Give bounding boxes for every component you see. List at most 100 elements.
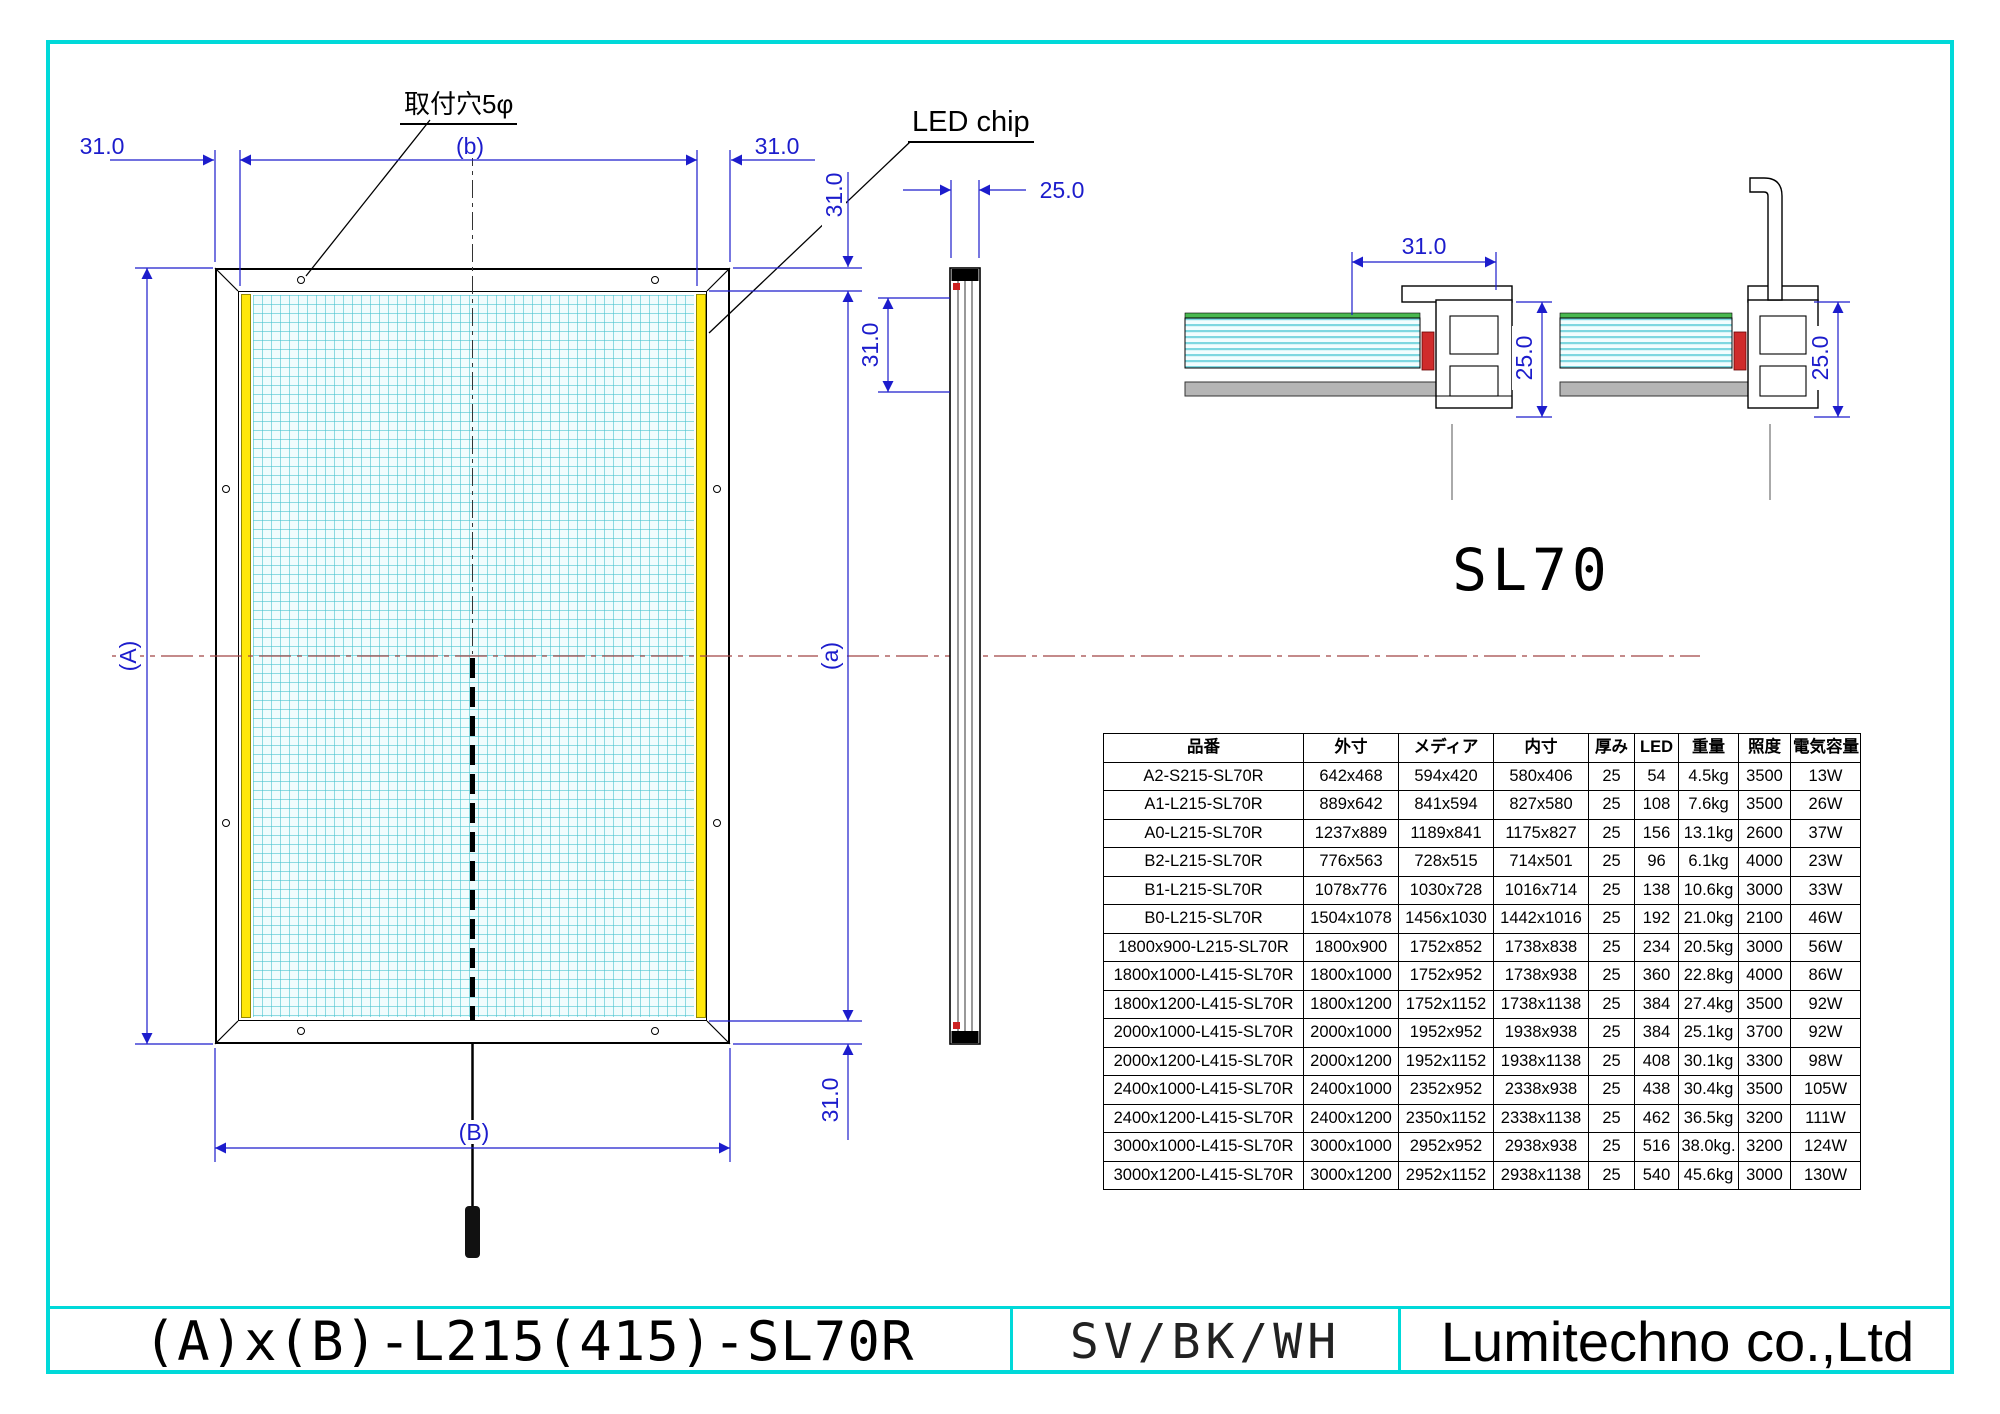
- table-cell: 3200: [1738, 1103, 1791, 1133]
- table-cell: 2352x952: [1398, 1075, 1494, 1105]
- table-cell: 25: [1588, 1160, 1635, 1190]
- table-cell: 21.0kg: [1678, 904, 1739, 934]
- table-cell: 1800x1000: [1303, 961, 1399, 991]
- column-header: 重量: [1678, 733, 1739, 763]
- table-cell: 3300: [1738, 1046, 1791, 1076]
- table-cell: 124W: [1790, 1132, 1861, 1162]
- table-cell: 108: [1634, 790, 1679, 820]
- table-cell: 25: [1588, 1103, 1635, 1133]
- table-cell: 46W: [1790, 904, 1861, 934]
- title-block-model: (A)x(B)-L215(415)-SL70R: [143, 1310, 915, 1373]
- table-cell: 594x420: [1398, 761, 1494, 791]
- table-cell: 2000x1200: [1303, 1046, 1399, 1076]
- table-cell: 1175x827: [1493, 818, 1589, 848]
- table-cell: 1016x714: [1493, 875, 1589, 905]
- table-cell: 2400x1200-L415-SL70R: [1103, 1103, 1304, 1133]
- column-header: 厚み: [1588, 733, 1635, 763]
- table-cell: 3500: [1738, 761, 1791, 791]
- table-cell: 1738x938: [1493, 961, 1589, 991]
- column-header: LED: [1634, 733, 1679, 763]
- table-cell: 1738x1138: [1493, 989, 1589, 1019]
- column-header: 品番: [1103, 733, 1304, 763]
- table-cell: 540: [1634, 1160, 1679, 1190]
- table-cell: 2400x1000: [1303, 1075, 1399, 1105]
- side-view: [949, 267, 981, 1045]
- table-cell: 7.6kg: [1678, 790, 1739, 820]
- table-cell: 1800x1000-L415-SL70R: [1103, 961, 1304, 991]
- title-block-divider-2: [1398, 1306, 1401, 1374]
- table-cell: 3000: [1738, 1160, 1791, 1190]
- table-cell: 2600: [1738, 818, 1791, 848]
- snap-frame-open-rail: [1749, 177, 1783, 301]
- title-block-company: Lumitechno co.,Ltd: [1440, 1310, 1915, 1373]
- dim-frame-width-top-right: 31.0: [745, 134, 809, 158]
- table-cell: 26W: [1790, 790, 1861, 820]
- table-cell: 3500: [1738, 989, 1791, 1019]
- table-cell: 38.0kg.: [1678, 1132, 1739, 1162]
- table-cell: 3000: [1738, 932, 1791, 962]
- dim-section-thickness-right: 25.0: [1807, 326, 1833, 390]
- mounting-hole: [713, 819, 721, 827]
- table-cell: 30.4kg: [1678, 1075, 1739, 1105]
- table-cell: 1504x1078: [1303, 904, 1399, 934]
- table-cell: 2952x952: [1398, 1132, 1494, 1162]
- table-cell: 438: [1634, 1075, 1679, 1105]
- table-cell: 462: [1634, 1103, 1679, 1133]
- table-cell: 776x563: [1303, 847, 1399, 877]
- mounting-hole: [222, 485, 230, 493]
- column-header: 外寸: [1303, 733, 1399, 763]
- mounting-hole: [651, 276, 659, 284]
- table-cell: B1-L215-SL70R: [1103, 875, 1304, 905]
- column-header: 内寸: [1493, 733, 1589, 763]
- table-cell: 2350x1152: [1398, 1103, 1494, 1133]
- table-cell: A0-L215-SL70R: [1103, 818, 1304, 848]
- table-cell: 4.5kg: [1678, 761, 1739, 791]
- table-cell: 4000: [1738, 961, 1791, 991]
- table-cell: 1938x1138: [1493, 1046, 1589, 1076]
- dim-frame-width-top-left: 31.0: [70, 134, 134, 158]
- mounting-hole: [222, 819, 230, 827]
- table-cell: 1442x1016: [1493, 904, 1589, 934]
- table-cell: 3000x1200: [1303, 1160, 1399, 1190]
- table-cell: 1952x1152: [1398, 1046, 1494, 1076]
- table-cell: 54: [1634, 761, 1679, 791]
- dim-overall-height: (A): [115, 624, 141, 688]
- table-cell: 1189x841: [1398, 818, 1494, 848]
- table-cell: 98W: [1790, 1046, 1861, 1076]
- table-cell: 384: [1634, 989, 1679, 1019]
- column-header: メディア: [1398, 733, 1494, 763]
- sheet-border: [46, 40, 1954, 1374]
- dim-section-thickness-left: 25.0: [1511, 326, 1537, 390]
- table-cell: 36.5kg: [1678, 1103, 1739, 1133]
- dim-overall-width: (B): [442, 1120, 506, 1144]
- table-cell: 23W: [1790, 847, 1861, 877]
- table-cell: 25: [1588, 904, 1635, 934]
- led-chip-section: [1421, 331, 1435, 371]
- table-cell: 642x468: [1303, 761, 1399, 791]
- table-cell: A2-S215-SL70R: [1103, 761, 1304, 791]
- table-cell: 2100: [1738, 904, 1791, 934]
- table-cell: 1738x838: [1493, 932, 1589, 962]
- table-cell: 728x515: [1398, 847, 1494, 877]
- table-cell: 33W: [1790, 875, 1861, 905]
- led-marker: [953, 1022, 960, 1029]
- table-cell: 56W: [1790, 932, 1861, 962]
- dim-section-width: 31.0: [1392, 234, 1456, 258]
- table-cell: 3000x1000: [1303, 1132, 1399, 1162]
- table-cell: 96: [1634, 847, 1679, 877]
- table-cell: 156: [1634, 818, 1679, 848]
- table-cell: B2-L215-SL70R: [1103, 847, 1304, 877]
- table-cell: 1752x1152: [1398, 989, 1494, 1019]
- table-cell: 25: [1588, 790, 1635, 820]
- frame-miter-lines: [214, 267, 731, 1045]
- table-cell: 1237x889: [1303, 818, 1399, 848]
- leader-lines: [305, 119, 911, 334]
- table-cell: 714x501: [1493, 847, 1589, 877]
- table-cell: 138: [1634, 875, 1679, 905]
- table-cell: 827x580: [1493, 790, 1589, 820]
